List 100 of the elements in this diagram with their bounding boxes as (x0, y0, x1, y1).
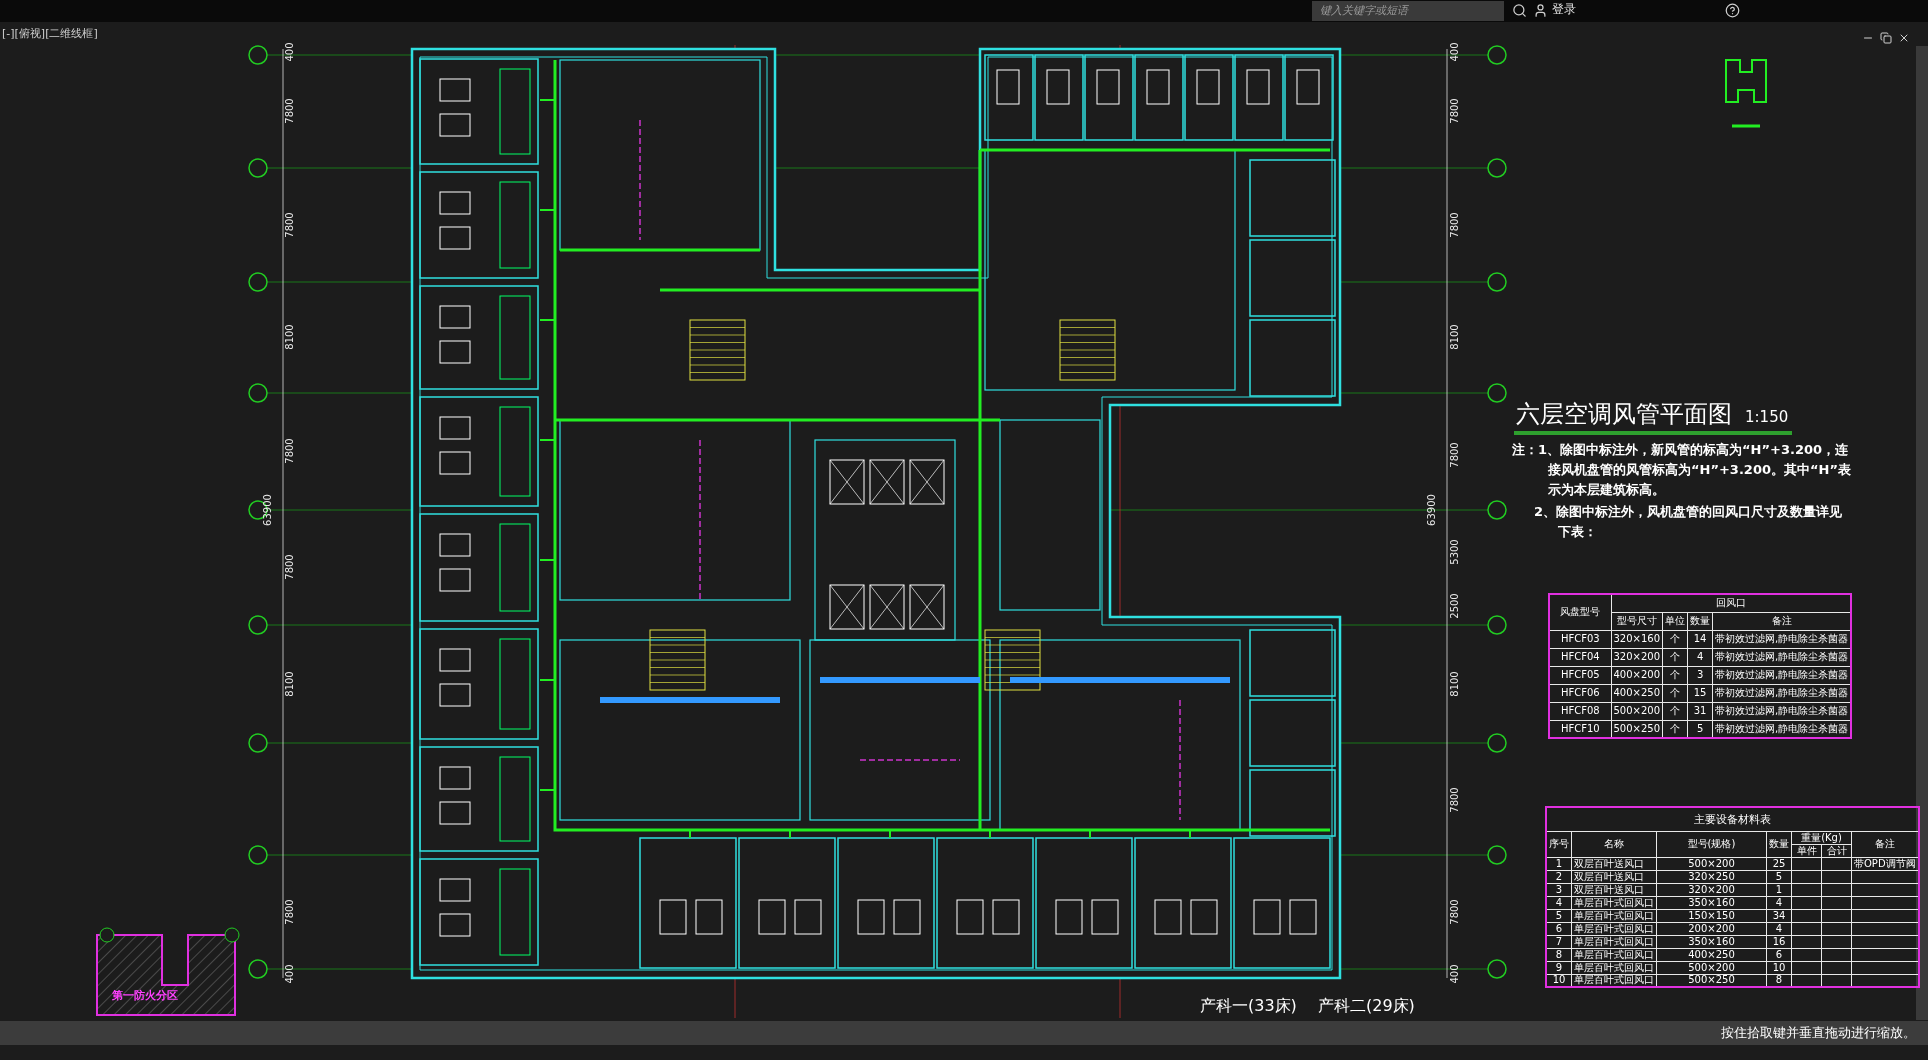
table-cell: 4 (1766, 896, 1792, 909)
table-cell: 带初效过滤网,静电除尘杀菌器 (1712, 702, 1852, 720)
table-cell: 3 (1546, 883, 1572, 896)
header-cell: 重量(Kg) (1791, 831, 1852, 844)
dimension-text: 5300 (1450, 539, 1460, 565)
table-cell: 350×160 (1656, 935, 1767, 948)
dimension-text: 7800 (1450, 899, 1460, 925)
dimension-text: 7800 (285, 554, 295, 580)
note-text: 2、除图中标注外，风机盘管的回风口尺寸及数量详见下表： (1534, 503, 1844, 541)
table-cell: 6 (1546, 922, 1572, 935)
table-cell: HFCF06 (1549, 684, 1611, 702)
table-cell: 4 (1687, 648, 1713, 666)
note-text: 注：1、除图中标注外，新风管的标高为“H”+3.200，连接风机盘管的风管标高为“H”+3.200。其中“H”表示为本层建筑标高。 (1512, 441, 1852, 499)
table-cell: 4 (1766, 922, 1792, 935)
header-cell: 数量 (1687, 612, 1713, 630)
scale-text: 1:150 (1745, 410, 1789, 425)
table-cell: 单层百叶式回风口 (1571, 935, 1657, 948)
fire-zone-label: 第一防火分区 (112, 990, 178, 1001)
dimension-text: 7800 (1450, 98, 1460, 124)
dimension-text: 7800 (1450, 787, 1460, 813)
table-cell: 个 (1662, 666, 1688, 684)
table-cell: 带初效过滤网,静电除尘杀菌器 (1712, 630, 1852, 648)
header-cell: 数量 (1766, 831, 1792, 857)
dimension-text: 400 (285, 42, 295, 62)
table-cell: 31 (1687, 702, 1713, 720)
dimension-text: 7800 (285, 899, 295, 925)
dimension-text: 7800 (285, 98, 295, 124)
table-cell: 400×250 (1656, 948, 1767, 961)
table-cell: 带初效过滤网,静电除尘杀菌器 (1712, 648, 1852, 666)
header-cell: 序号 (1546, 831, 1572, 857)
table-cell: 单层百叶式回风口 (1571, 922, 1657, 935)
table-cell: 150×150 (1656, 909, 1767, 922)
table-cell: 带初效过滤网,静电除尘杀菌器 (1712, 666, 1852, 684)
table-cell: 2 (1546, 870, 1572, 883)
search-field: 键入关键字或短语 (1312, 1, 1504, 21)
dimension-text: 7800 (1450, 212, 1460, 238)
table-cell: 带OPD调节阀 (1851, 857, 1919, 870)
header-cell: 单件 (1791, 844, 1822, 857)
table-cell: 500×200 (1656, 857, 1767, 870)
table-cell: HFCF08 (1549, 702, 1611, 720)
header-cell: 名称 (1571, 831, 1657, 857)
table-cell: 320×200 (1611, 648, 1663, 666)
table-cell: 5 (1546, 909, 1572, 922)
table-cell: 500×200 (1611, 702, 1663, 720)
header-cell: 型号(规格) (1656, 831, 1767, 857)
ward-label: 产科二(29床) (1318, 998, 1415, 1014)
table-cell: HFCF04 (1549, 648, 1611, 666)
dimension-text: 400 (285, 964, 295, 984)
table-cell: 500×250 (1611, 720, 1663, 738)
table-cell: 1 (1546, 857, 1572, 870)
table-cell: 5 (1766, 870, 1792, 883)
table-cell: 单层百叶式回风口 (1571, 948, 1657, 961)
ward-label: 产科一(33床) (1200, 998, 1297, 1014)
table-cell: 9 (1546, 961, 1572, 974)
table-cell: 4 (1546, 896, 1572, 909)
dimension-text: 8100 (1450, 324, 1460, 350)
table-cell: 320×200 (1656, 883, 1767, 896)
table-cell: 400×200 (1611, 666, 1663, 684)
table-cell: 个 (1662, 630, 1688, 648)
table-cell: 16 (1766, 935, 1792, 948)
table-cell: 34 (1766, 909, 1792, 922)
status-text: 按住拾取键并垂直拖动进行缩放。 (1721, 1026, 1916, 1039)
table-cell: 个 (1662, 702, 1688, 720)
table-cell: 320×160 (1611, 630, 1663, 648)
table-cell: 14 (1687, 630, 1713, 648)
table-cell: 8 (1546, 948, 1572, 961)
header-cell: 合计 (1821, 844, 1852, 857)
dimension-text: 400 (1450, 964, 1460, 984)
table-cell: 7 (1546, 935, 1572, 948)
dimension-text: 63900 (1427, 494, 1437, 526)
dimension-text: 400 (1450, 42, 1460, 62)
table-cell: 单层百叶式回风口 (1571, 974, 1657, 987)
dimension-text: 7800 (285, 438, 295, 464)
table-cell: 350×160 (1656, 896, 1767, 909)
dimension-text: 8100 (285, 324, 295, 350)
table-cell: 双层百叶送风口 (1571, 883, 1657, 896)
table-cell: 3 (1687, 666, 1713, 684)
drawing-title: 六层空调风管平面图 (1516, 402, 1732, 426)
table-cell: 10 (1766, 961, 1792, 974)
table-cell: 双层百叶送风口 (1571, 857, 1657, 870)
table-cell: HFCF03 (1549, 630, 1611, 648)
table-cell: HFCF05 (1549, 666, 1611, 684)
dimension-text: 7800 (285, 212, 295, 238)
table-cell: 6 (1766, 948, 1792, 961)
table-cell: 25 (1766, 857, 1792, 870)
header-cell: 风盘型号 (1549, 594, 1611, 630)
login-text: 登录 (1552, 3, 1576, 15)
dimension-text: 8100 (1450, 671, 1460, 697)
dimension-text: 8100 (285, 671, 295, 697)
table-cell: 320×250 (1656, 870, 1767, 883)
table-cell: 500×200 (1656, 961, 1767, 974)
dimension-text: 7800 (1450, 442, 1460, 468)
table-cell: 个 (1662, 648, 1688, 666)
dimension-text: 2500 (1450, 593, 1460, 619)
table-cell: 个 (1662, 684, 1688, 702)
table-cell: 200×200 (1656, 922, 1767, 935)
table-cell: 单层百叶式回风口 (1571, 961, 1657, 974)
table-cell: 双层百叶送风口 (1571, 870, 1657, 883)
table-cell: 400×250 (1611, 684, 1663, 702)
header-cell: 型号尺寸 (1611, 612, 1663, 630)
